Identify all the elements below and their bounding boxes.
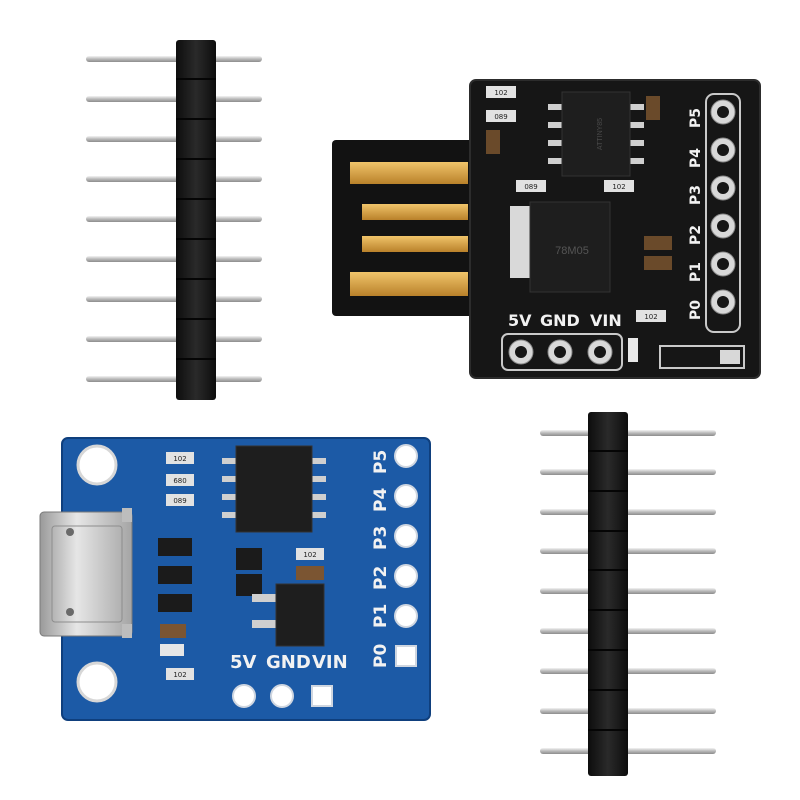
header-segments — [176, 78, 216, 360]
header-segments — [588, 450, 628, 731]
power-label-gnd: GND — [266, 652, 311, 673]
pin-label-p1: P1 — [371, 604, 391, 628]
io-pads — [705, 93, 741, 333]
pin-header-left — [86, 40, 262, 400]
micro-usb-connector — [39, 508, 133, 638]
resistor-code: 680 — [173, 477, 186, 485]
smd-resistors: 102 089 089 102 102 — [486, 86, 666, 322]
power-label-gnd: GND — [540, 311, 580, 330]
resistor-code: 102 — [303, 551, 316, 559]
pin-label-p0: P0 — [688, 300, 704, 320]
resistor-code: 102 — [612, 183, 625, 191]
power-label-vin: VIN — [590, 311, 622, 330]
voltage-regulator — [252, 583, 325, 647]
mounting-holes — [76, 444, 118, 703]
pin-label-p5: P5 — [688, 108, 704, 128]
pin-label-p2: P2 — [688, 225, 704, 245]
led — [628, 338, 638, 362]
power-labels: 5V GND VIN — [508, 311, 622, 330]
jumper-outline — [659, 345, 745, 369]
resistor-code: 102 — [173, 671, 186, 679]
pin-label-p3: P3 — [688, 185, 704, 205]
power-pads — [232, 684, 333, 708]
pcb-body — [469, 79, 761, 379]
header-pins — [540, 430, 716, 754]
voltage-regulator: 78M05 — [510, 201, 611, 293]
power-label-5v: 5V — [508, 311, 532, 330]
resistor-code: 089 — [524, 183, 537, 191]
smd-diodes — [158, 538, 262, 612]
pin-labels: P5 P4 P3 P2 P1 P0 — [371, 450, 391, 668]
resistor-code: 089 — [173, 497, 186, 505]
pin-label-p0: P0 — [371, 644, 391, 668]
pin-labels: P5 P4 P3 P2 P1 P0 — [688, 108, 704, 320]
blue-digispark-board: 102 680 089 102 102 — [39, 437, 431, 721]
smd-resistors: 102 680 089 102 102 — [166, 452, 324, 680]
ic-marking: ATTINY85 — [597, 118, 604, 150]
attiny85-chip — [222, 445, 326, 533]
pin-label-p5: P5 — [371, 450, 391, 474]
header-plastic-body — [588, 412, 628, 776]
resistor-code: 102 — [173, 455, 186, 463]
regulator-marking: 78M05 — [555, 245, 589, 257]
power-labels: 5V GND VIN — [230, 652, 348, 673]
pin-label-p2: P2 — [371, 566, 391, 590]
smd-capacitors — [160, 566, 324, 638]
pin-label-p3: P3 — [371, 526, 391, 550]
header-pins — [86, 56, 262, 382]
pin-label-p1: P1 — [688, 262, 704, 282]
power-label-vin: VIN — [312, 652, 348, 673]
smd-capacitors — [486, 96, 672, 270]
resistor-code: 102 — [644, 313, 657, 321]
black-digispark-board: ATTINY85 78M05 102 089 089 102 102 — [332, 79, 761, 379]
header-plastic-body — [176, 40, 216, 400]
power-pads — [501, 333, 623, 371]
io-pads — [394, 444, 418, 667]
resistor-code: 089 — [494, 113, 507, 121]
usb-contacts — [350, 162, 468, 296]
resistor-code: 102 — [494, 89, 507, 97]
led — [160, 644, 184, 656]
pin-header-right — [540, 412, 716, 776]
power-label-5v: 5V — [230, 652, 257, 673]
attiny85-chip: ATTINY85 — [548, 91, 644, 177]
pin-label-p4: P4 — [371, 488, 391, 512]
pin-label-p4: P4 — [688, 148, 704, 168]
